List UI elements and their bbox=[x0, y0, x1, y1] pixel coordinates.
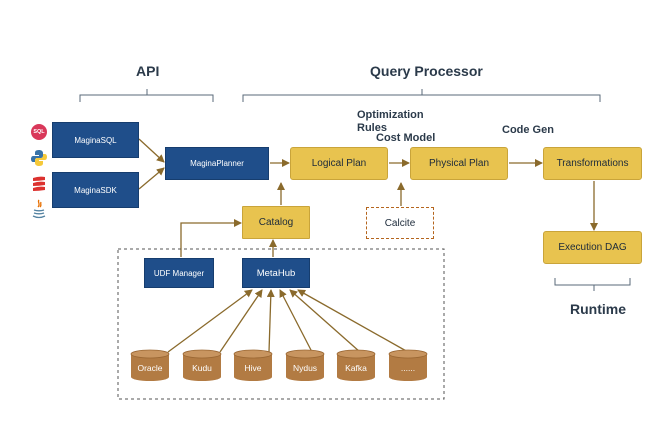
magina-sdk-box: MaginaSDK bbox=[52, 172, 139, 208]
code-gen-label: Code Gen bbox=[502, 124, 554, 136]
arrow-kudu-to-metahub bbox=[219, 289, 263, 353]
arrow-hive-to-metahub bbox=[266, 289, 275, 353]
arrow-sdk-to-planner bbox=[138, 167, 165, 190]
transformations-box: Transformations bbox=[543, 147, 642, 180]
metahub-box: MetaHub bbox=[242, 258, 310, 288]
scala-icon bbox=[33, 176, 45, 191]
data-source-cylinder: Nydus bbox=[285, 349, 325, 382]
magina-sql-box: MaginaSQL bbox=[52, 122, 139, 158]
data-source-cylinder: Hive bbox=[233, 349, 273, 382]
physical-plan-box: Physical Plan bbox=[410, 147, 508, 180]
data-source-label: Oracle bbox=[137, 363, 163, 373]
runtime-title: Runtime bbox=[570, 301, 626, 317]
data-source-label: Kudu bbox=[192, 363, 212, 373]
arrow-more-to-metahub bbox=[297, 289, 409, 353]
python-icon bbox=[31, 150, 47, 166]
java-icon bbox=[32, 199, 46, 219]
cost-model-label: Cost Model bbox=[376, 132, 436, 144]
sql-icon: SQL bbox=[31, 124, 47, 140]
arrow-kafka-to-metahub bbox=[289, 289, 361, 353]
catalog-box: Catalog bbox=[242, 206, 310, 239]
optimization-rules-label: Optimization Rules bbox=[357, 109, 424, 134]
data-sources-region bbox=[117, 248, 445, 400]
arrow-oracle-to-metahub bbox=[167, 289, 253, 353]
arrow-nydus-to-metahub bbox=[279, 289, 313, 353]
api-title: API bbox=[136, 63, 160, 79]
runtime-brace bbox=[554, 278, 631, 291]
api-brace bbox=[79, 89, 214, 102]
data-source-cylinder: ...... bbox=[388, 349, 428, 382]
execution-dag-box: Execution DAG bbox=[543, 231, 642, 264]
data-source-cylinder: Oracle bbox=[130, 349, 170, 382]
data-source-cylinder: Kudu bbox=[182, 349, 222, 382]
query-processor-title: Query Processor bbox=[370, 63, 483, 79]
magina-planner-box: MaginaPlanner bbox=[165, 147, 269, 180]
calcite-box: Calcite bbox=[366, 207, 434, 239]
data-source-label: ...... bbox=[400, 363, 416, 373]
udf-manager-box: UDF Manager bbox=[144, 258, 214, 288]
data-source-label: Nydus bbox=[292, 363, 318, 373]
data-source-label: Kafka bbox=[345, 363, 367, 373]
logical-plan-box: Logical Plan bbox=[290, 147, 388, 180]
data-source-cylinder: Kafka bbox=[336, 349, 376, 382]
arrow-sql-to-planner bbox=[138, 138, 165, 163]
data-source-label: Hive bbox=[244, 363, 262, 373]
query-processor-brace bbox=[242, 89, 601, 102]
arrow-udf-to-catalog bbox=[180, 219, 242, 257]
